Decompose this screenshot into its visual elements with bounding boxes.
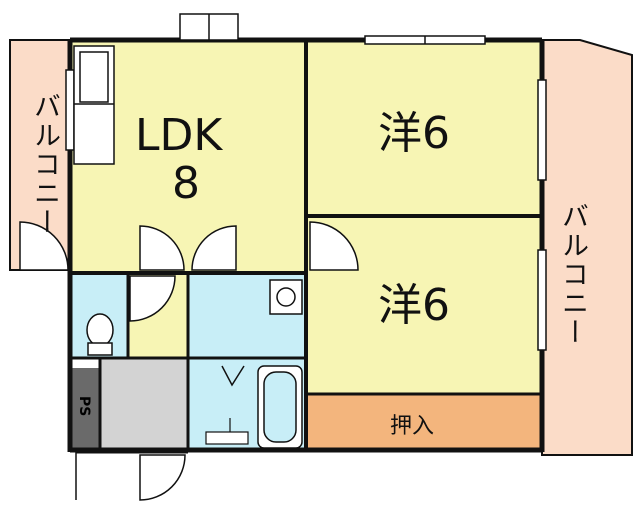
balcony-left-label: バルコニー: [29, 92, 60, 237]
western-room-top-area: [306, 40, 542, 216]
closet-area: [308, 394, 542, 450]
washer-mark: [221, 365, 245, 387]
ldk-size: 8: [172, 158, 200, 209]
storage-area: [100, 358, 188, 450]
pipe-space-area: [70, 368, 100, 450]
toilet-fixture: [86, 313, 114, 356]
wash-basin: [269, 279, 303, 315]
doors: [19, 221, 359, 501]
western-room-top-label: 洋6: [378, 108, 450, 159]
bath-faucet: [205, 418, 249, 445]
bathtub: [257, 365, 303, 449]
balcony-right-label: バルコニー: [557, 202, 588, 347]
kitchen-counter: [73, 45, 115, 165]
pipe-space-label: PS: [76, 396, 92, 417]
ldk-label: LDK: [135, 110, 223, 161]
windows: [65, 13, 547, 351]
closet-label: 押入: [390, 414, 435, 439]
western-room-bottom-label: 洋6: [378, 280, 450, 331]
